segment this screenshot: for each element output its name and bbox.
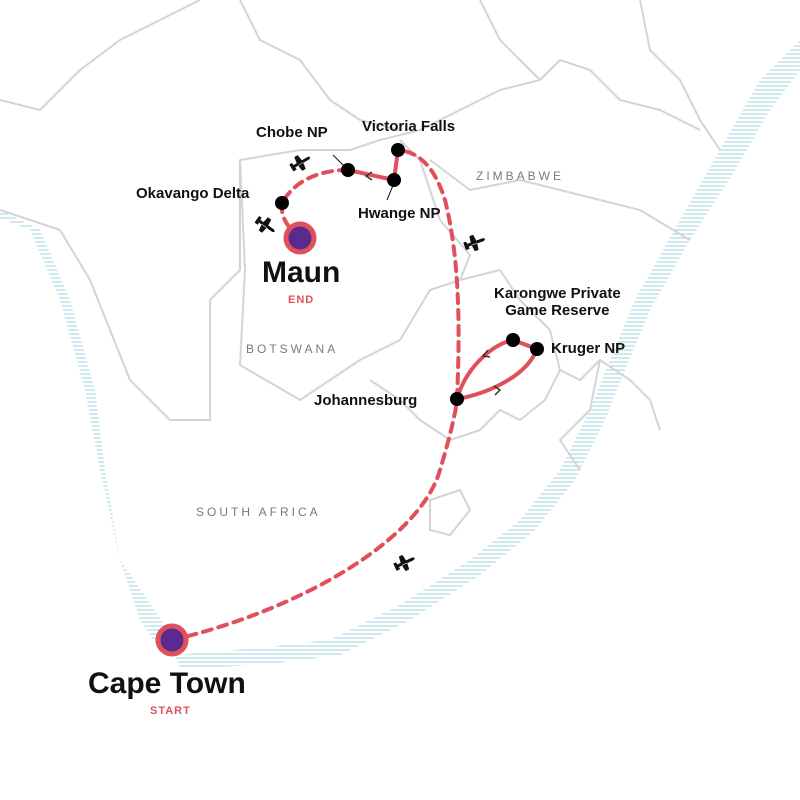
start-marker-cape-town [155,623,189,657]
endpoint-markers [155,221,317,657]
stop-marker-johannesburg [450,392,464,406]
stop-label-karongwe-line1: Karongwe Private [494,285,621,302]
country-borders [0,0,721,536]
stop-label-johannesburg: Johannesburg [314,392,418,409]
country-label-zimbabwe: ZIMBABWE [476,169,565,183]
end-label-maun: Maun [262,256,341,289]
leg-hwange-chobe [346,168,396,182]
leg-johannesburg-kruger [455,347,539,401]
country-label-south-africa: SOUTH AFRICA [196,505,321,519]
end-tag: END [288,294,315,306]
stop-marker-okavango [275,196,289,210]
stop-marker-karongwe [506,333,520,347]
road-legs [346,148,539,401]
stop-label-victoria: Victoria Falls [362,118,456,135]
country-label-botswana: BOTSWANA [246,342,339,356]
stop-marker-chobe [341,163,355,177]
stop-marker-victoria [391,143,405,157]
stop-label-okavango: Okavango Delta [136,185,250,202]
stop-label-karongwe-line2: Game Reserve [505,302,610,320]
start-tag: START [150,705,191,717]
airplane-icon [254,155,486,572]
leg-johannesburg-victoria-falls [396,148,461,401]
stop-label-karongwe: Karongwe Private Game Reserve [494,285,621,320]
stop-label-chobe: Chobe NP [256,124,328,141]
direction-arrow-icon [364,171,502,396]
leg-karongwe-johannesburg [455,338,515,401]
start-label-cape-town: Cape Town [88,667,246,700]
stop-marker-kruger [530,342,544,356]
leg-cape-town-johannesburg [170,397,459,642]
stop-label-hwange: Hwange NP [358,205,441,222]
stop-label-kruger: Kruger NP [551,340,626,357]
stop-marker-hwange [387,173,401,187]
stop-markers [275,143,544,406]
flight-legs [170,148,461,642]
leg-chobe-okavango [280,168,350,205]
end-marker-maun [283,221,317,255]
